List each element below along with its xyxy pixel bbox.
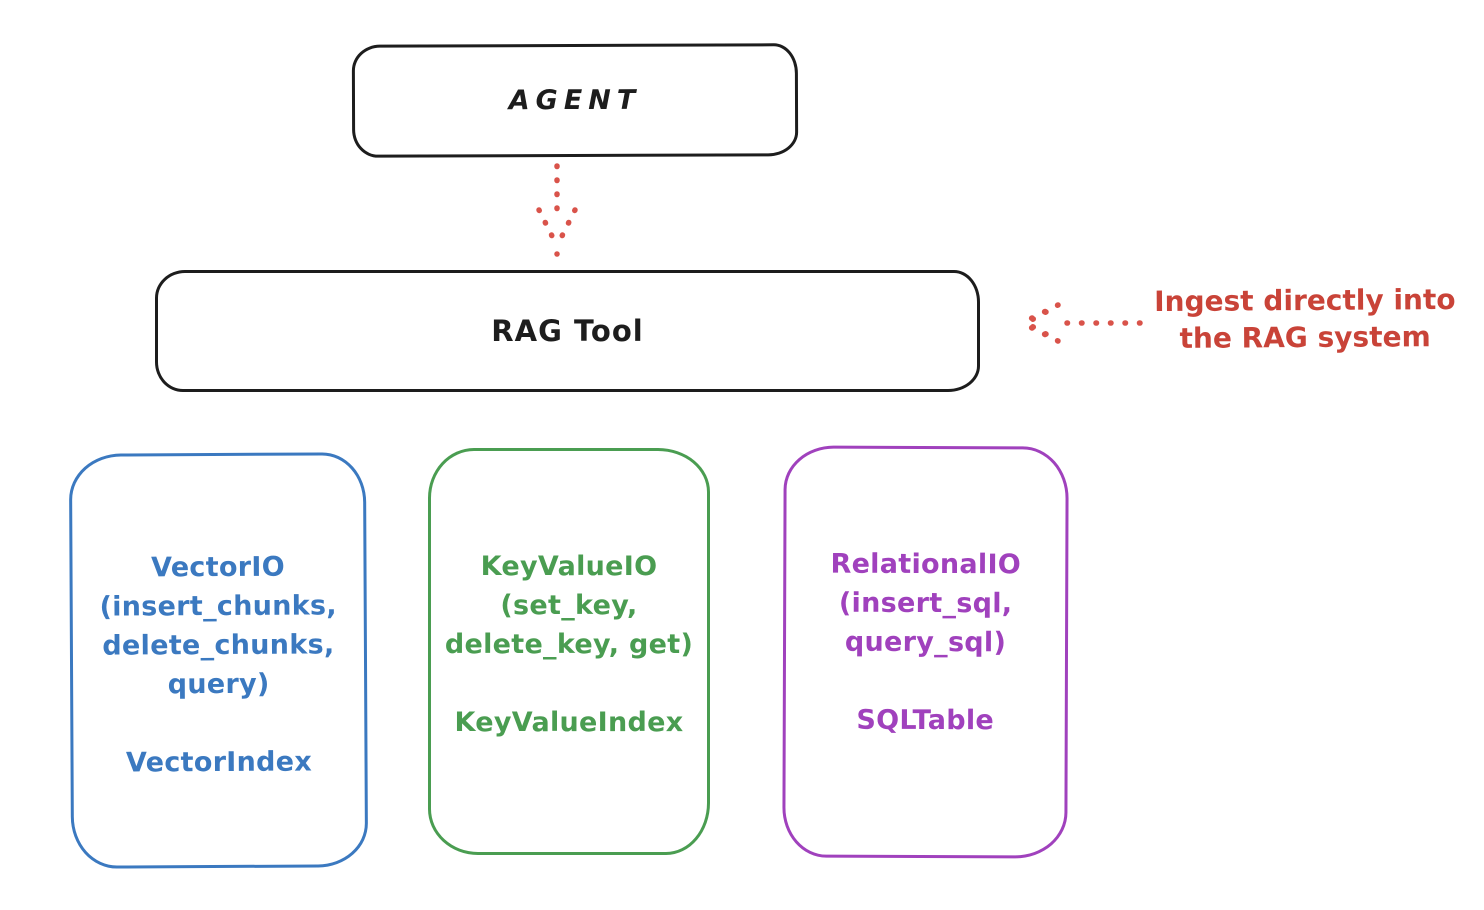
keyvalue-io-title: KeyValueIO — [480, 551, 658, 582]
ingest-annotation-line1: Ingest directly into — [1154, 282, 1456, 319]
agent-node: AGENT — [351, 43, 799, 158]
annotation-to-rag-arrow — [1012, 300, 1147, 346]
rag-tool-node: RAG Tool — [155, 270, 980, 392]
dotted-left-arrow-icon — [1019, 302, 1143, 344]
agent-to-rag-arrow — [522, 162, 592, 262]
keyvalue-index-label: KeyValueIndex — [454, 707, 684, 738]
sql-table-label: SQLTable — [856, 704, 995, 737]
agent-label: AGENT — [508, 84, 642, 117]
dotted-down-arrow-icon — [536, 163, 578, 257]
ingest-annotation: Ingest directly into the RAG system — [1130, 281, 1481, 357]
rag-tool-label: RAG Tool — [491, 314, 644, 348]
ingest-annotation-line2: the RAG system — [1179, 320, 1431, 355]
vector-io-title: VectorIO — [150, 551, 286, 584]
relational-io-methods-line2: query_sql) — [844, 626, 1007, 659]
keyvalue-io-methods-line1: (set_key, — [500, 590, 638, 621]
relational-io-box: RelationalIO (insert_sql, query_sql) SQL… — [782, 445, 1069, 859]
vector-io-methods-line2: delete_chunks, — [102, 629, 335, 662]
keyvalue-io-box: KeyValueIO (set_key, delete_key, get) Ke… — [428, 448, 710, 855]
vector-io-methods-line3: query) — [167, 668, 270, 701]
vector-io-methods-line1: (insert_chunks, — [99, 590, 337, 623]
vector-io-box: VectorIO (insert_chunks, delete_chunks, … — [68, 452, 369, 869]
vector-index-label: VectorIndex — [125, 746, 313, 779]
relational-io-methods-line1: (insert_sql, — [838, 587, 1013, 620]
keyvalue-io-methods-line2: delete_key, get) — [444, 629, 694, 660]
relational-io-title: RelationalIO — [830, 548, 1022, 581]
